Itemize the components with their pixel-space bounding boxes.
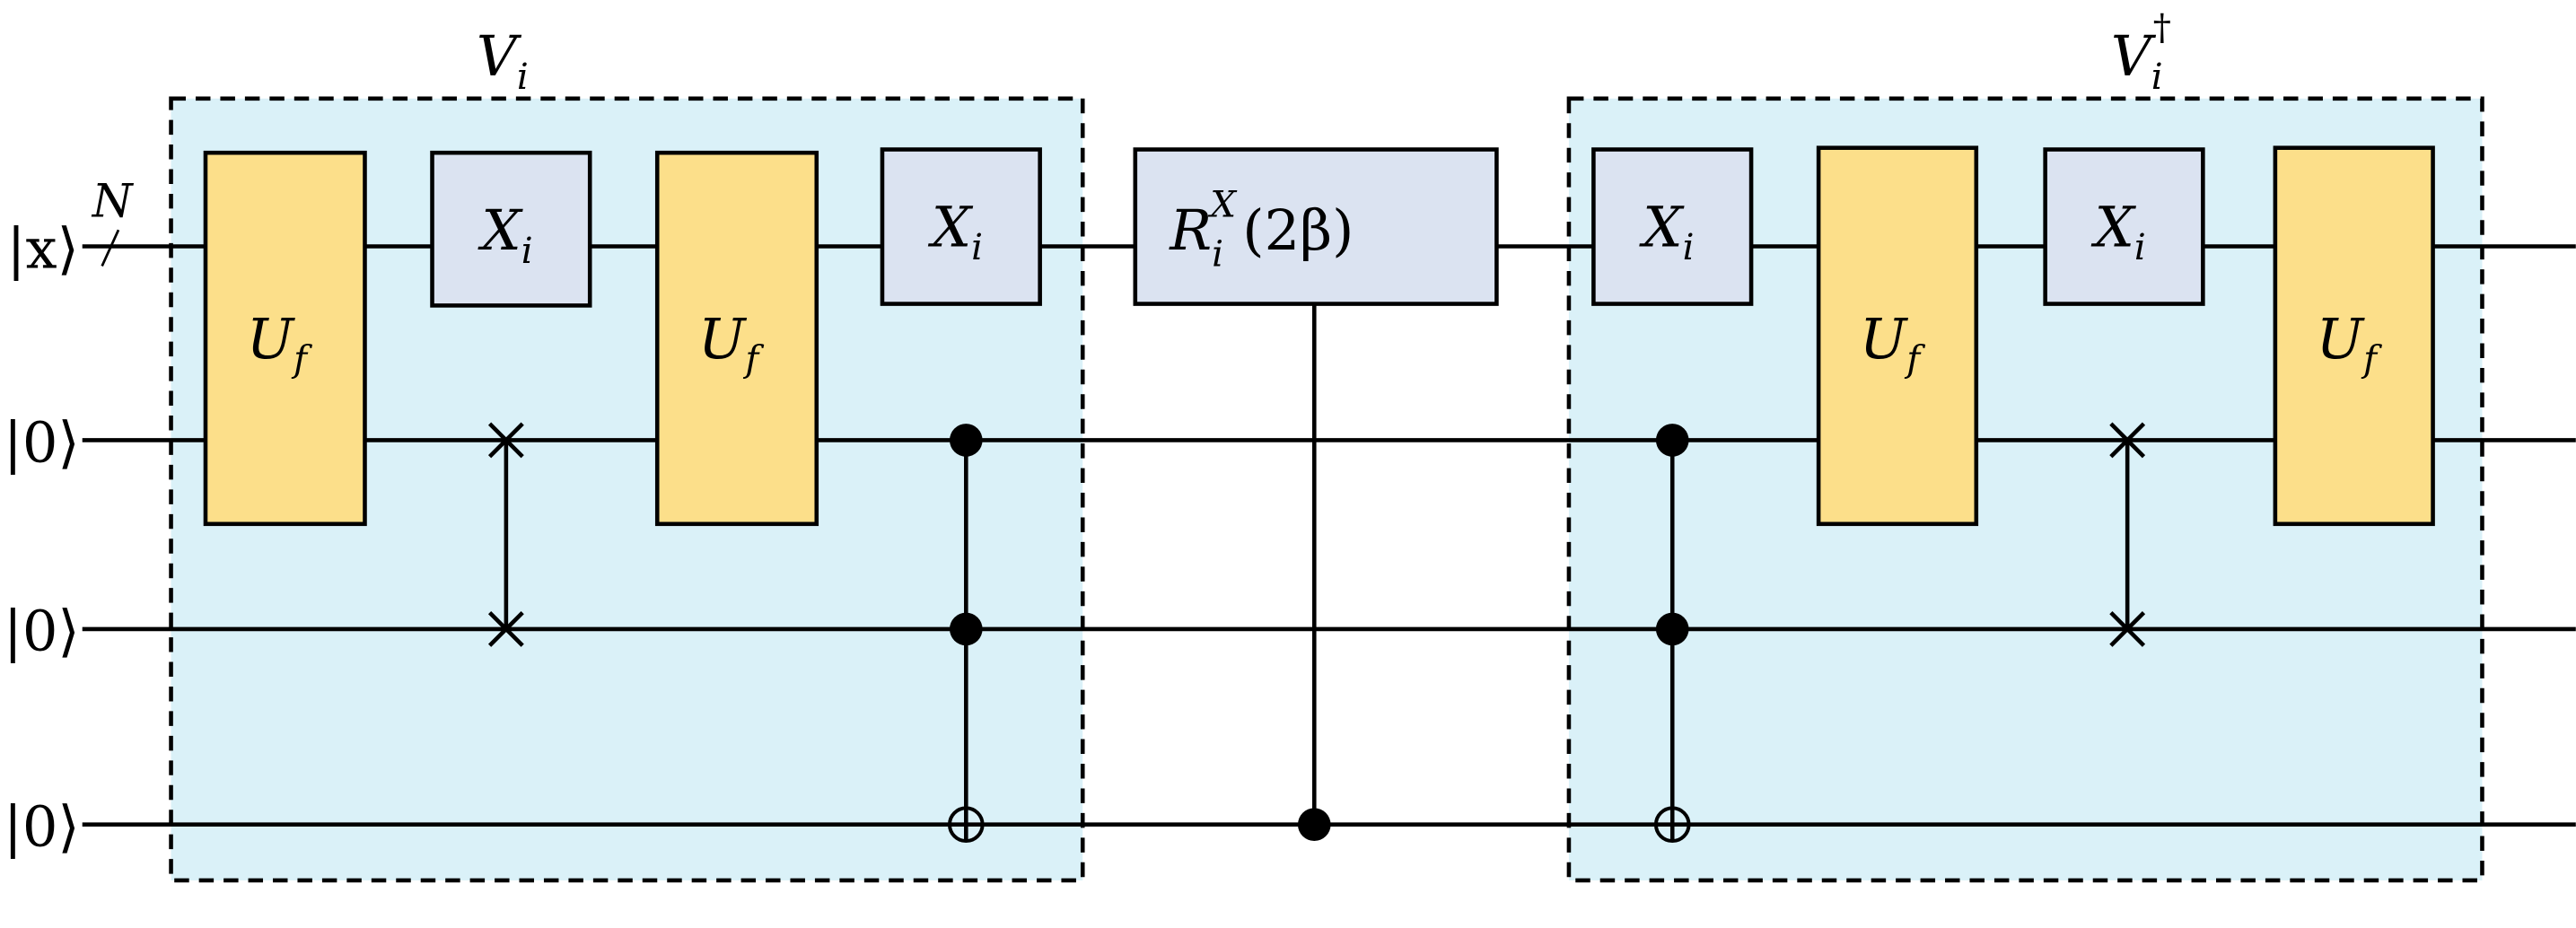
- control-dot: [1655, 612, 1689, 646]
- input-label-anc: |0⟩: [4, 409, 80, 475]
- control-dot: [950, 612, 983, 646]
- rotation-label: RiX(2β): [1169, 185, 1354, 276]
- input-label-anc: |0⟩: [4, 793, 80, 859]
- block-label-v: Vi: [477, 23, 529, 98]
- x-gate: [430, 150, 592, 308]
- control-dot: [1297, 808, 1331, 842]
- x-gate: [880, 147, 1042, 306]
- control-dot: [950, 424, 983, 457]
- swap-gate: [487, 422, 2146, 647]
- uf-gate: [203, 150, 367, 527]
- uf-gate: [1816, 145, 1979, 527]
- x-label: Xi: [2090, 195, 2146, 269]
- input-label-anc: |0⟩: [4, 599, 80, 664]
- uf-label: Uf: [698, 306, 764, 381]
- control-dot: [1655, 424, 1689, 457]
- x-gate: [1591, 147, 1754, 306]
- rotation-gate: [1133, 147, 1499, 306]
- x-label: Xi: [1638, 195, 1694, 269]
- x-gate: [2043, 147, 2205, 306]
- register-size-label: N: [91, 175, 135, 229]
- uf-gate: [654, 150, 819, 527]
- block-label-v-dagger: Vi†: [2111, 7, 2171, 98]
- register-slash: [101, 229, 120, 267]
- input-label-x: |x⟩: [7, 215, 79, 281]
- x-label: Xi: [927, 195, 983, 269]
- x-label: Xi: [477, 197, 532, 272]
- uf-gate: [2273, 145, 2435, 527]
